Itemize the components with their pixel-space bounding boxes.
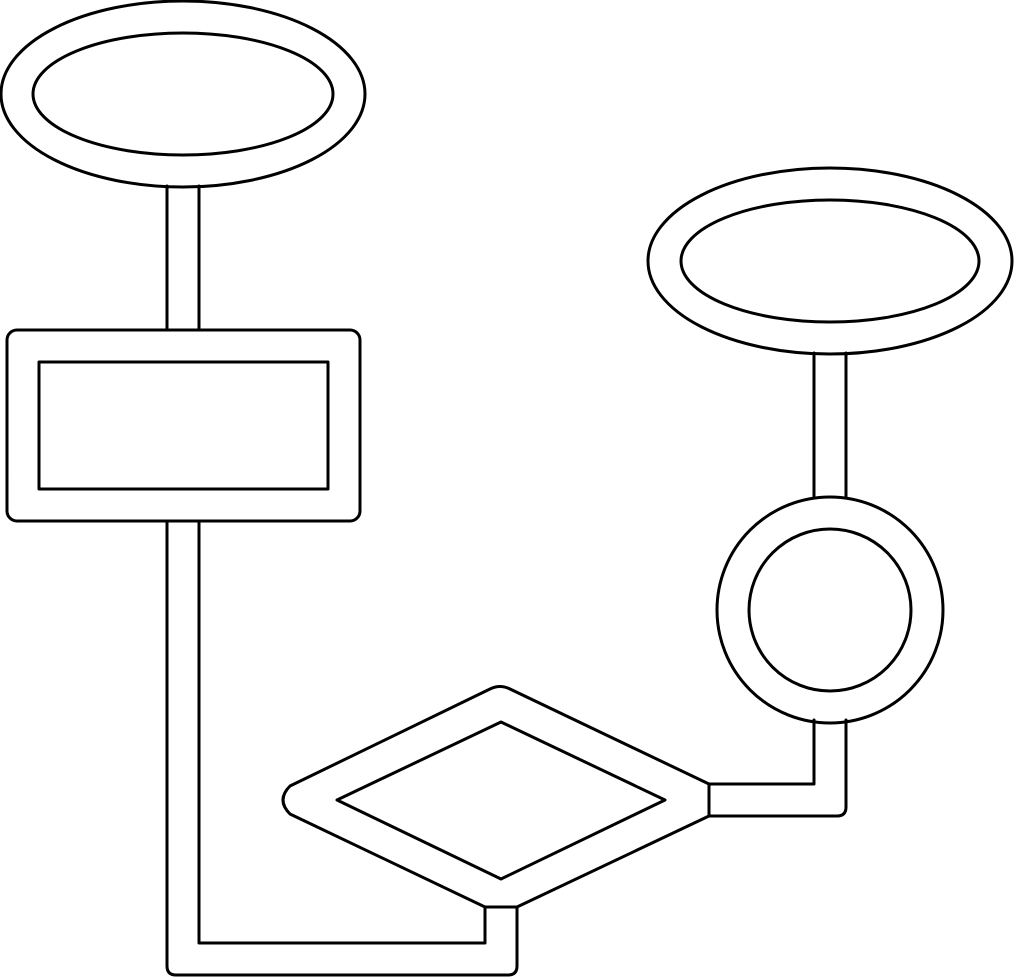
end-terminal-ellipse-icon (646, 166, 1014, 356)
decision-diamond-icon (281, 685, 711, 909)
decision-diamond-inner (335, 720, 667, 881)
end-terminal-ellipse-inner (679, 198, 981, 324)
process-rectangle-inner (37, 360, 330, 491)
connector-line-decision-to-circle (707, 718, 848, 818)
connector-circle-icon (715, 495, 945, 725)
connector-line-start-to-process (165, 184, 201, 332)
connector-line-circle-to-end (812, 351, 848, 500)
start-terminal-ellipse-icon (0, 0, 367, 189)
process-rectangle-icon (5, 328, 362, 523)
connector-line-process-to-decision (165, 519, 519, 977)
connector-circle-inner (747, 527, 913, 693)
start-terminal-ellipse-inner (31, 31, 335, 157)
